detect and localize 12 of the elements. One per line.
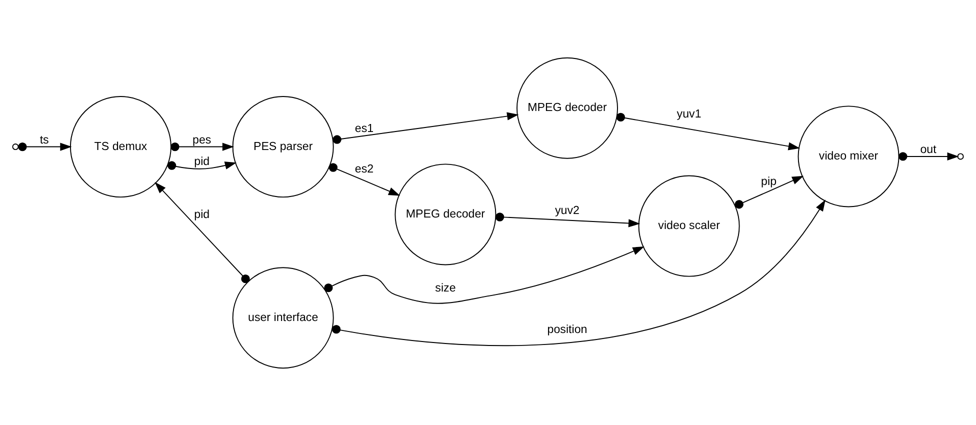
- edge-label: position: [547, 323, 588, 336]
- edge-label: pes: [192, 134, 212, 146]
- edge-label: pid: [194, 208, 210, 220]
- edge-label: pid: [194, 155, 210, 168]
- edge-label: yuv2: [555, 204, 580, 217]
- edge-label: es1: [354, 122, 374, 134]
- edge-label: size: [435, 282, 456, 294]
- edge-label: yuv1: [676, 108, 702, 120]
- edge-label: es2: [354, 163, 374, 175]
- edge-label: ts: [40, 134, 49, 146]
- edge-label: pip: [761, 176, 777, 188]
- edge-label: out: [920, 144, 936, 156]
